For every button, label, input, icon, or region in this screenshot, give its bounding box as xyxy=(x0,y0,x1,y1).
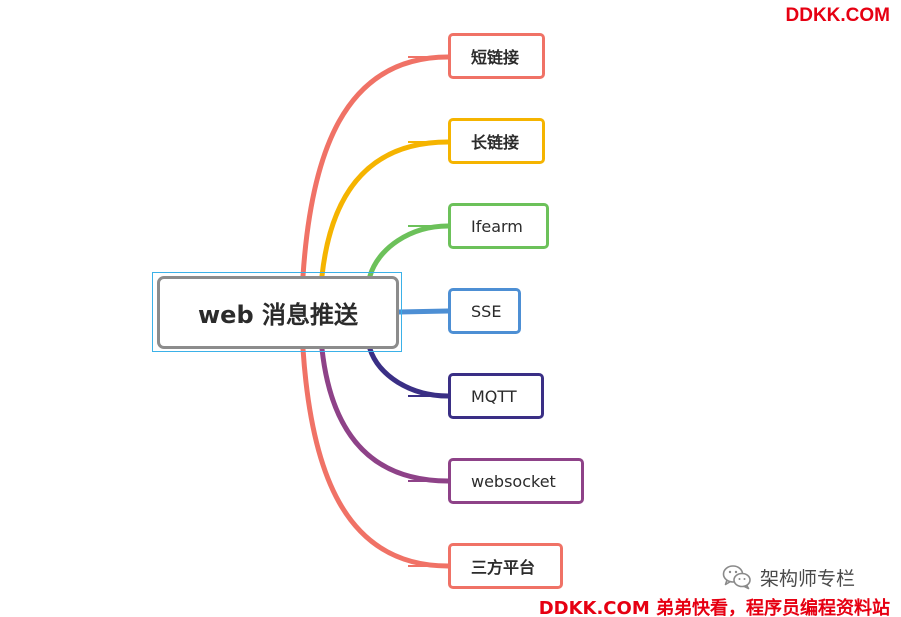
wechat-account: 架构师专栏 xyxy=(722,563,855,591)
branch-iframe[interactable]: Ifearm xyxy=(448,203,549,249)
root-topic[interactable]: web 消息推送 xyxy=(157,276,399,349)
connector-third-party xyxy=(300,346,451,569)
connector-mqtt xyxy=(367,346,451,399)
connector-short-polling xyxy=(300,54,451,279)
root-selection-frame xyxy=(152,272,402,352)
connector-websocket xyxy=(319,346,451,484)
watermark-top: DDKK.COM xyxy=(785,5,891,26)
branch-mqtt[interactable]: MQTT xyxy=(448,373,544,419)
wechat-account-name: 架构师专栏 xyxy=(760,567,856,590)
connector-iframe xyxy=(367,223,451,279)
watermark-bottom: DDKK.COM 弟弟快看，程序员编程资料站 xyxy=(538,598,890,617)
branch-sse[interactable]: SSE xyxy=(448,288,521,334)
branch-short-polling[interactable]: 短链接 xyxy=(448,33,545,79)
wechat-icon xyxy=(722,565,751,590)
branch-third-party[interactable]: 三方平台 xyxy=(448,543,563,589)
connector-long-polling xyxy=(319,139,451,279)
branch-websocket[interactable]: websocket xyxy=(448,458,584,504)
branch-long-polling[interactable]: 长链接 xyxy=(448,118,545,164)
